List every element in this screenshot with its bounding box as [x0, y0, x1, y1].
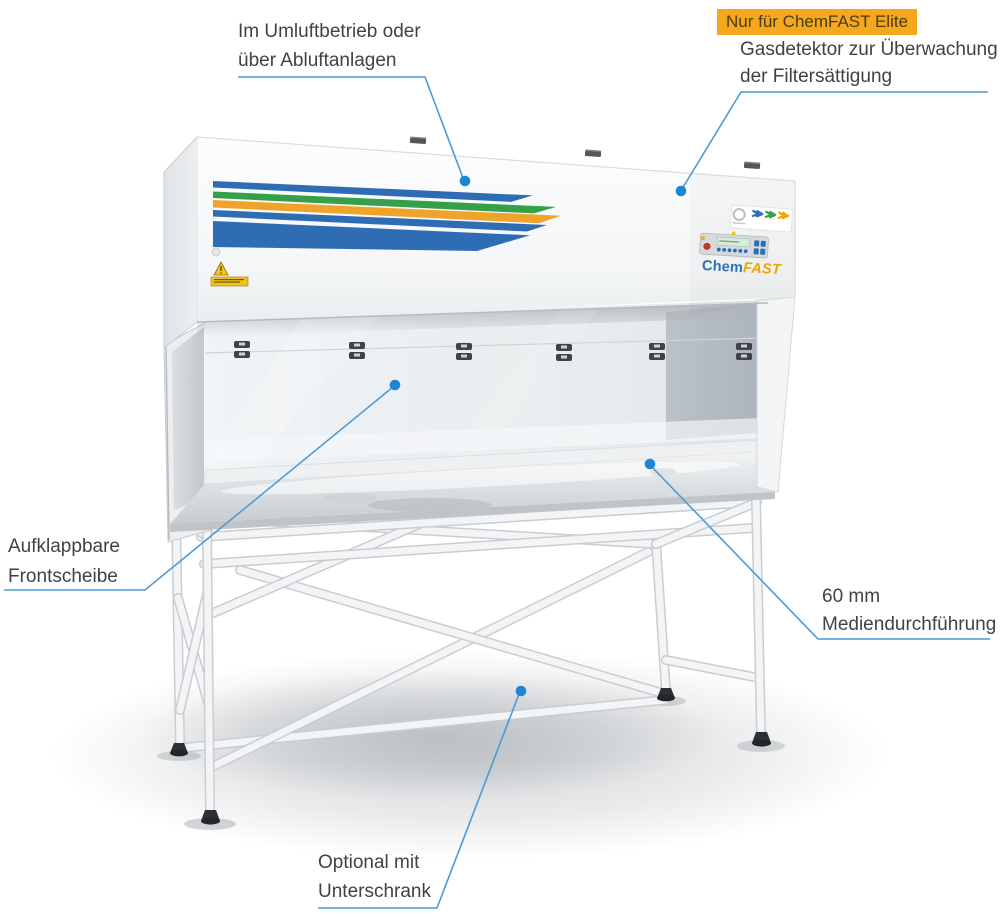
- airflow-logo-plate: [729, 204, 793, 233]
- support-stand: [170, 493, 771, 825]
- wordmark-chem: Chem: [701, 258, 744, 277]
- callout-line-media-port: [650, 465, 990, 640]
- control-panel: [699, 231, 769, 259]
- side-window: [172, 327, 204, 510]
- callout-label-gas-detector: Gasdetektor zur Überwachung der Filtersä…: [740, 36, 998, 90]
- callout-text: Gasdetektor zur Überwachung: [740, 39, 998, 60]
- callout-anchor-dot: [389, 379, 401, 391]
- callout-lines: [4, 76, 990, 909]
- callout-text: Optional mit: [318, 852, 420, 873]
- wordmark-fast: FAST: [742, 260, 782, 279]
- warning-sticker: [210, 247, 249, 287]
- callout-anchor-dot: [644, 458, 656, 470]
- work-tray: [170, 439, 775, 532]
- elite-only-badge: Nur für ChemFAST Elite: [717, 9, 918, 35]
- callout-label-front-window: Aufklappbare Frontscheibe: [8, 532, 120, 592]
- brand-swirl-icon: [732, 207, 746, 221]
- hood-left-face: [163, 135, 198, 350]
- leveling-feet: [170, 688, 771, 825]
- interior-right-wall: [666, 302, 770, 440]
- callout-text: über Abluftanlagen: [238, 50, 397, 71]
- chamber-interior: [197, 300, 772, 471]
- callout-text: Aufklappbare: [8, 536, 120, 557]
- status-led: [731, 231, 736, 236]
- callout-line-airflow: [238, 76, 464, 179]
- callout-anchor-dot: [459, 175, 471, 187]
- sash-hinge-clips: [234, 341, 752, 361]
- callout-line-front-window: [4, 386, 394, 591]
- top-latches: [409, 136, 761, 169]
- callout-text: Im Umluftbetrieb oder: [238, 21, 421, 42]
- warning-triangle-icon: [213, 261, 229, 276]
- callout-text: Unterschrank: [318, 881, 431, 902]
- keypad-buttons: [716, 240, 766, 255]
- callout-text: der Filtersättigung: [740, 66, 893, 87]
- recirculation-arrow-icon: [751, 209, 790, 220]
- floor-shadow: [50, 650, 890, 860]
- callout-anchor-dot: [515, 685, 527, 697]
- stop-button: [703, 242, 711, 250]
- callout-anchor-dot: [675, 185, 687, 197]
- right-side-panel: [756, 296, 796, 493]
- callout-label-under-cabinet: Optional mit Unterschrank: [318, 848, 431, 906]
- callout-label-media-port: 60 mm Mediendurchführung: [822, 583, 996, 639]
- callout-text: Mediendurchführung: [822, 614, 997, 635]
- callout-label-airflow: Im Umluftbetrieb oder über Abluftanlagen: [238, 17, 421, 75]
- callout-text: 60 mm: [822, 586, 881, 607]
- callout-text: Frontscheibe: [8, 566, 118, 587]
- callout-line-under-cabinet: [318, 693, 520, 909]
- decor-stripes: [213, 181, 561, 251]
- front-sash-glass: [204, 300, 772, 471]
- hood: [163, 135, 796, 350]
- callout-line-gas-detector: [681, 91, 988, 190]
